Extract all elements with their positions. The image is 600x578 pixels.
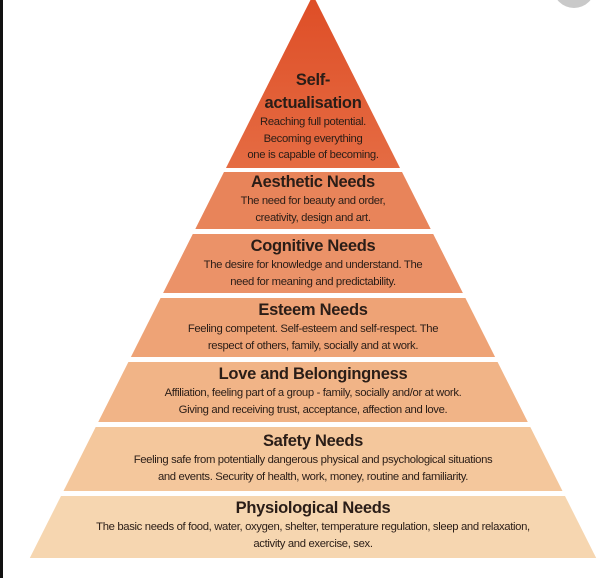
level-desc: Giving and receiving trust, acceptance, …: [178, 403, 448, 416]
level-title: Esteem Needs: [258, 301, 368, 319]
level-desc: respect of others, family, socially and …: [207, 339, 419, 352]
level-desc: Feeling safe from potentially dangerous …: [133, 454, 493, 466]
level-cognitive: Cognitive Needs The desire for knowledge…: [13, 236, 600, 290]
pyramid-layer-safety: [63, 427, 563, 491]
level-desc: need for meaning and predictability.: [230, 275, 396, 288]
level-desc: one is capable of becoming.: [247, 149, 379, 161]
level-title: Safety Needs: [262, 432, 364, 450]
level-title: Aesthetic Needs: [251, 173, 375, 191]
level-desc: Reaching full potential.: [260, 116, 366, 128]
level-desc: Affiliation, feeling part of a group - f…: [164, 387, 462, 399]
level-love-belongingness: Love and Belongingness Affiliation, feel…: [13, 364, 600, 418]
level-title: Self-: [295, 71, 331, 89]
level-desc: Becoming everything: [263, 132, 363, 145]
level-title-line2: actualisation: [264, 94, 362, 112]
level-esteem: Esteem Needs Feeling competent. Self-est…: [13, 300, 600, 354]
level-title: Cognitive Needs: [250, 237, 376, 255]
level-desc: Feeling competent. Self-esteem and self-…: [187, 323, 439, 335]
pyramid-layer-love-belongingness: [98, 362, 528, 422]
corner-circle: [553, 0, 595, 8]
level-aesthetic: Aesthetic Needs The need for beauty and …: [13, 172, 600, 226]
left-border: [0, 0, 3, 578]
level-desc: The desire for knowledge and understand.…: [203, 259, 423, 271]
pyramid-layer-cognitive: [163, 234, 463, 293]
pyramid-layer-physiological: [29, 496, 597, 558]
level-desc: creativity, design and art.: [255, 211, 371, 224]
pyramid-layer-aesthetic: [195, 172, 431, 229]
level-physiological: Physiological Needs The basic needs of f…: [13, 498, 600, 552]
level-desc: activity and exercise, sex.: [253, 537, 373, 550]
level-title: Love and Belongingness: [218, 365, 408, 383]
level-safety: Safety Needs Feeling safe from potential…: [13, 431, 600, 485]
pyramid-layer-esteem: [130, 298, 496, 357]
level-desc: The need for beauty and order,: [240, 195, 386, 207]
level-desc: The basic needs of food, water, oxygen, …: [96, 521, 530, 533]
level-title: Physiological Needs: [235, 499, 391, 517]
pyramid-layer-self-actualisation: [225, 0, 401, 168]
level-self-actualisation: Self- actualisation Reaching full potent…: [13, 70, 600, 164]
level-desc: and events. Security of health, work, mo…: [157, 470, 469, 483]
